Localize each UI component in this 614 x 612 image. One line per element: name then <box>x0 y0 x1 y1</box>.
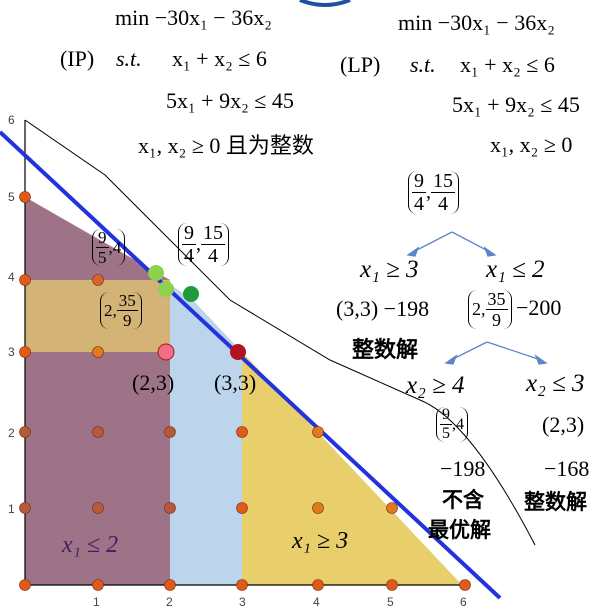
label-region-left: x₁ ≤ 2 <box>62 532 119 558</box>
x-tick-3: 3 <box>239 595 246 609</box>
ip-constraint-1: x₁ + x₂ ≤ 6 <box>172 46 267 71</box>
y-tick-2: 2 <box>8 426 15 440</box>
lattice-points <box>19 191 471 591</box>
point-b2 <box>158 281 174 297</box>
x-tick-4: 4 <box>313 595 320 609</box>
tree-lr-status: 整数解 <box>524 490 587 514</box>
tree-left-branch: x₁ ≥ 3 <box>360 256 419 283</box>
lp-constraint-3: x₁, x₂ ≥ 0 <box>490 132 573 157</box>
tree-lr-value: −168 <box>544 456 590 481</box>
x-tick-6: 6 <box>460 595 467 609</box>
tree-ll-status-2: 最优解 <box>428 518 491 542</box>
tree-ll-value: −198 <box>440 456 486 481</box>
ip-constraint-2: 5x₁ + 9x₂ ≤ 45 <box>166 88 294 113</box>
point-lp-optimum <box>183 286 199 302</box>
tree-ll-status-1: 不含 <box>442 488 484 512</box>
constraint-line <box>0 130 502 600</box>
tree-lr-point: (2,3) <box>542 412 585 437</box>
region-band <box>25 280 170 352</box>
lp-label: (LP) <box>340 52 381 77</box>
y-tick-6: 6 <box>8 113 15 127</box>
lp-st: s.t. <box>410 52 436 77</box>
label-point-3-3: (3,3) <box>214 370 257 395</box>
ip-st: s.t. <box>116 46 142 71</box>
x-tick-2: 2 <box>166 595 173 609</box>
x-tick-5: 5 <box>387 595 394 609</box>
y-tick-4: 4 <box>8 270 15 284</box>
ip-constraint-3: x₁, x₂ ≥ 0 且为整数 <box>138 133 314 158</box>
tree-arrows <box>406 231 548 365</box>
ip-objective: min −30x₁ − 36x₂ <box>115 5 272 30</box>
lp-objective: min −30x₁ − 36x₂ <box>398 10 555 35</box>
point-2-3 <box>157 343 175 361</box>
label-region-right: x₁ ≥ 3 <box>292 528 349 554</box>
label-point-2-3: (2,3) <box>132 370 175 395</box>
tree-lr-branch: x₂ ≤ 3 <box>526 370 585 397</box>
y-tick-3: 3 <box>8 345 15 359</box>
point-b1 <box>148 265 164 281</box>
point-3-3 <box>230 344 246 360</box>
lp-constraint-1: x₁ + x₂ ≤ 6 <box>460 52 555 77</box>
ip-label: (IP) <box>60 46 95 71</box>
x-tick-1: 1 <box>93 595 100 609</box>
y-tick-1: 1 <box>8 502 15 516</box>
tree-left-status: 整数解 <box>352 338 419 363</box>
decorative-arc <box>299 0 351 7</box>
tree-left-point: (3,3) −198 <box>336 296 430 321</box>
lp-constraint-2: 5x₁ + 9x₂ ≤ 45 <box>452 92 580 117</box>
y-tick-5: 5 <box>8 190 15 204</box>
tree-right-branch: x₁ ≤ 2 <box>486 256 545 283</box>
tree-ll-branch: x₂ ≥ 4 <box>406 372 465 399</box>
thin-line <box>24 119 536 546</box>
